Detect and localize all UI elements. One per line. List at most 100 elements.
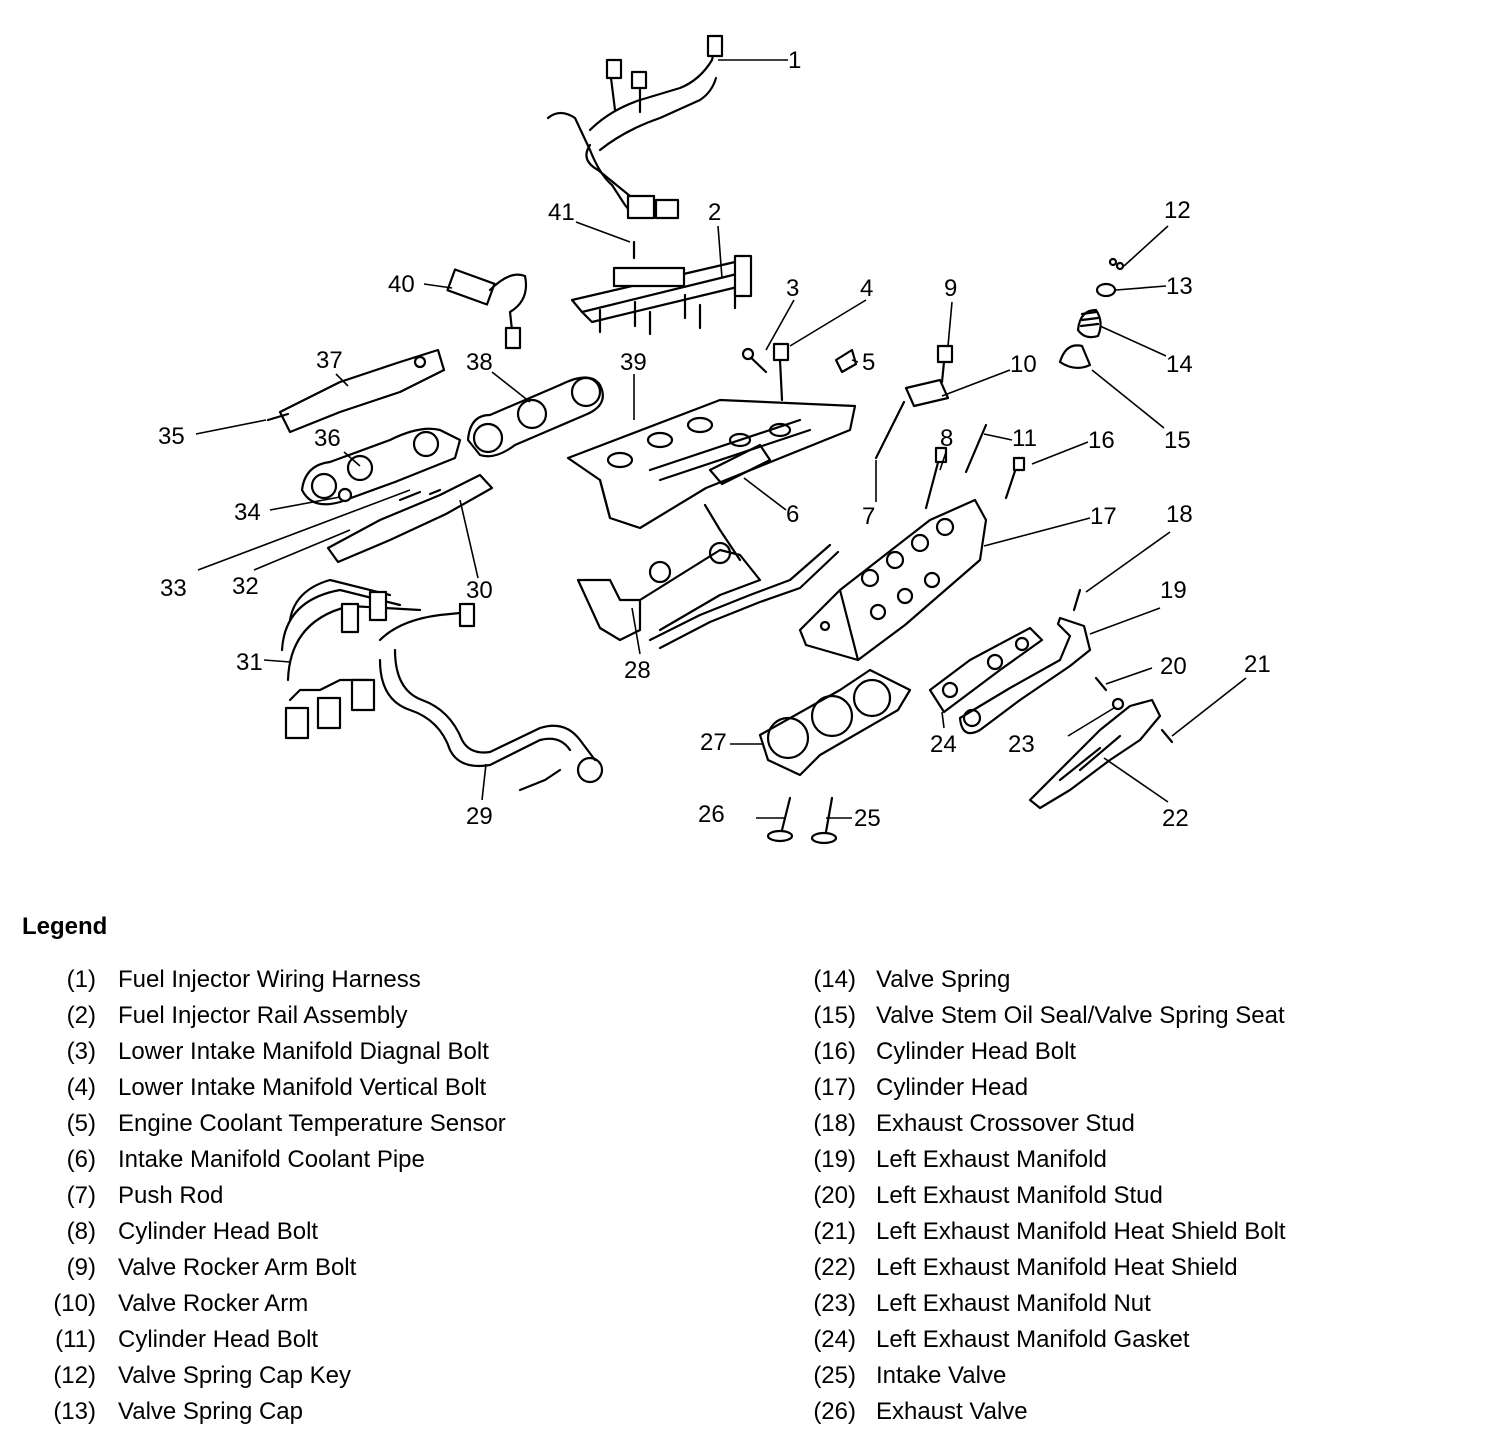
callout-1: 1 <box>788 47 801 74</box>
part-3-bolt <box>741 347 768 374</box>
legend-item: (7) Push Rod <box>0 1178 760 1214</box>
callout-26: 26 <box>698 801 725 828</box>
part-5-sensor <box>834 348 858 374</box>
legend-item-label: Fuel Injector Wiring Harness <box>118 966 421 993</box>
callout-28: 28 <box>624 657 651 684</box>
legend-item: (18)Exhaust Crossover Stud <box>780 1106 1500 1142</box>
legend-item-number: (25) <box>813 1362 856 1389</box>
part-36-manifold <box>300 427 462 506</box>
legend-item-label: Left Exhaust Manifold Stud <box>876 1182 1163 1209</box>
legend-item: (6) Intake Manifold Coolant Pipe <box>0 1142 760 1178</box>
legend-item-label: Valve Rocker Arm <box>118 1290 309 1317</box>
legend-item-number: (20) <box>813 1182 856 1209</box>
callout-18: 18 <box>1166 501 1193 528</box>
callout-8: 8 <box>940 425 953 452</box>
part-28 <box>576 503 840 650</box>
legend-item-number: (15) <box>813 1002 856 1029</box>
part-16-bolt <box>1004 456 1026 500</box>
legend-item-number: (26) <box>813 1398 856 1425</box>
legend-item: (14) Valve Spring <box>780 962 1500 998</box>
legend-item-number: (19) <box>813 1146 856 1173</box>
legend-item-label: Cylinder Head <box>876 1074 1029 1101</box>
legend-item-number: (24) <box>813 1326 856 1353</box>
legend-item-label: Intake Manifold Coolant Pipe <box>118 1146 425 1173</box>
callout-33: 33 <box>160 575 187 602</box>
callout-17: 17 <box>1090 503 1117 530</box>
part-19-left-exhaust-manifold <box>958 616 1092 735</box>
part-31-plug-wires <box>280 578 422 740</box>
callout-31: 31 <box>236 649 263 676</box>
legend-item-number: (7) <box>66 1182 96 1209</box>
callout-24: 24 <box>930 731 957 758</box>
legend-item: (5) Engine Coolant Temperature Sensor <box>0 1106 760 1142</box>
legend-item-label: Left Exhaust Manifold Nut <box>876 1290 1151 1317</box>
part-27-head-gasket <box>758 668 912 777</box>
part-10-rocker-arm <box>904 378 950 408</box>
part-sensor-40 <box>446 268 528 350</box>
legend-item-label: Lower Intake Manifold Diagnal Bolt <box>118 1038 489 1065</box>
callout-29: 29 <box>466 803 493 830</box>
legend-item-number: (5) <box>66 1110 96 1137</box>
callout-14: 14 <box>1166 351 1193 378</box>
callout-7: 7 <box>862 503 875 530</box>
legend-item-label: Intake Valve <box>876 1362 1007 1389</box>
callout-13: 13 <box>1166 273 1193 300</box>
part-7-push-rod <box>874 400 906 460</box>
legend-item: (3) Lower Intake Manifold Diagnal Bolt <box>0 1034 760 1070</box>
legend-item-label: Cylinder Head Bolt <box>118 1326 319 1353</box>
legend-item-label: Push Rod <box>118 1182 224 1209</box>
legend-item-label: Exhaust Valve <box>876 1398 1028 1425</box>
legend-item-number: (17) <box>813 1074 856 1101</box>
callout-16: 16 <box>1088 427 1115 454</box>
legend-item: (1)Fuel Injector Wiring Harness <box>0 962 760 998</box>
callout-12: 12 <box>1164 197 1191 224</box>
part-34 <box>337 487 353 503</box>
legend-item-label: Valve Spring Cap Key <box>118 1362 352 1389</box>
legend-item-number: (21) <box>813 1218 856 1245</box>
legend-item: (13)Valve Spring Cap <box>0 1394 760 1430</box>
leader-lines <box>195 59 1247 819</box>
part-6-coolant-pipe <box>708 443 772 486</box>
callout-38: 38 <box>466 349 493 376</box>
part-38-gasket <box>466 376 604 458</box>
callout-2: 2 <box>708 199 721 226</box>
part-29-harness <box>378 602 604 792</box>
legend-column-left: (1)Fuel Injector Wiring Harness(2)Fuel I… <box>0 962 760 1430</box>
legend-item: (15)Valve Stem Oil Seal/Valve Spring Sea… <box>780 998 1500 1034</box>
legend-item-number: (8) <box>66 1218 96 1245</box>
legend-item: (26) Exhaust Valve <box>780 1394 1500 1430</box>
part-26-exhaust-valve <box>766 796 794 843</box>
legend-item-label: Valve Spring <box>876 966 1011 993</box>
legend-item-number: (3) <box>66 1038 96 1065</box>
callout-5: 5 <box>862 349 875 376</box>
part-17-cylinder-head <box>798 498 988 662</box>
legend-item-number: (10) <box>53 1290 96 1317</box>
callout-27: 27 <box>700 729 727 756</box>
legend-item: (19)Left Exhaust Manifold <box>780 1142 1500 1178</box>
callout-40: 40 <box>388 271 415 298</box>
legend-item-number: (18) <box>813 1110 856 1137</box>
legend-item-number: (6) <box>66 1146 96 1173</box>
legend-item-label: Lower Intake Manifold Vertical Bolt <box>118 1074 487 1101</box>
callout-34: 34 <box>234 499 261 526</box>
legend-item-label: Left Exhaust Manifold Gasket <box>876 1326 1190 1353</box>
callout-35: 35 <box>158 423 185 450</box>
legend-item-label: Left Exhaust Manifold Heat Shield Bolt <box>876 1218 1286 1245</box>
callout-11: 11 <box>1012 425 1037 452</box>
legend-item: (24) Left Exhaust Manifold Gasket <box>780 1322 1500 1358</box>
legend-item-number: (14) <box>813 966 856 993</box>
legend-item-label: Fuel Injector Rail Assembly <box>118 1002 408 1029</box>
legend-item-label: Engine Coolant Temperature Sensor <box>118 1110 506 1137</box>
legend-column-right: (14) Valve Spring (15)Valve Stem Oil Seal/… <box>780 962 1500 1430</box>
legend-item: (17) Cylinder Head <box>780 1070 1500 1106</box>
callout-39: 39 <box>620 349 647 376</box>
legend-item-label: Cylinder Head Bolt <box>118 1218 319 1245</box>
legend-item-number: (9) <box>66 1254 96 1281</box>
legend-item-label: Valve Spring Cap <box>118 1398 303 1425</box>
legend-item: (22)Left Exhaust Manifold Heat Shield <box>780 1250 1500 1286</box>
callout-37: 37 <box>316 347 343 374</box>
part-4-bolt <box>772 342 790 402</box>
part-fuel-injector-rail <box>570 254 753 336</box>
part-20-stud <box>1094 676 1108 692</box>
part-39-intake-manifold <box>566 398 857 530</box>
